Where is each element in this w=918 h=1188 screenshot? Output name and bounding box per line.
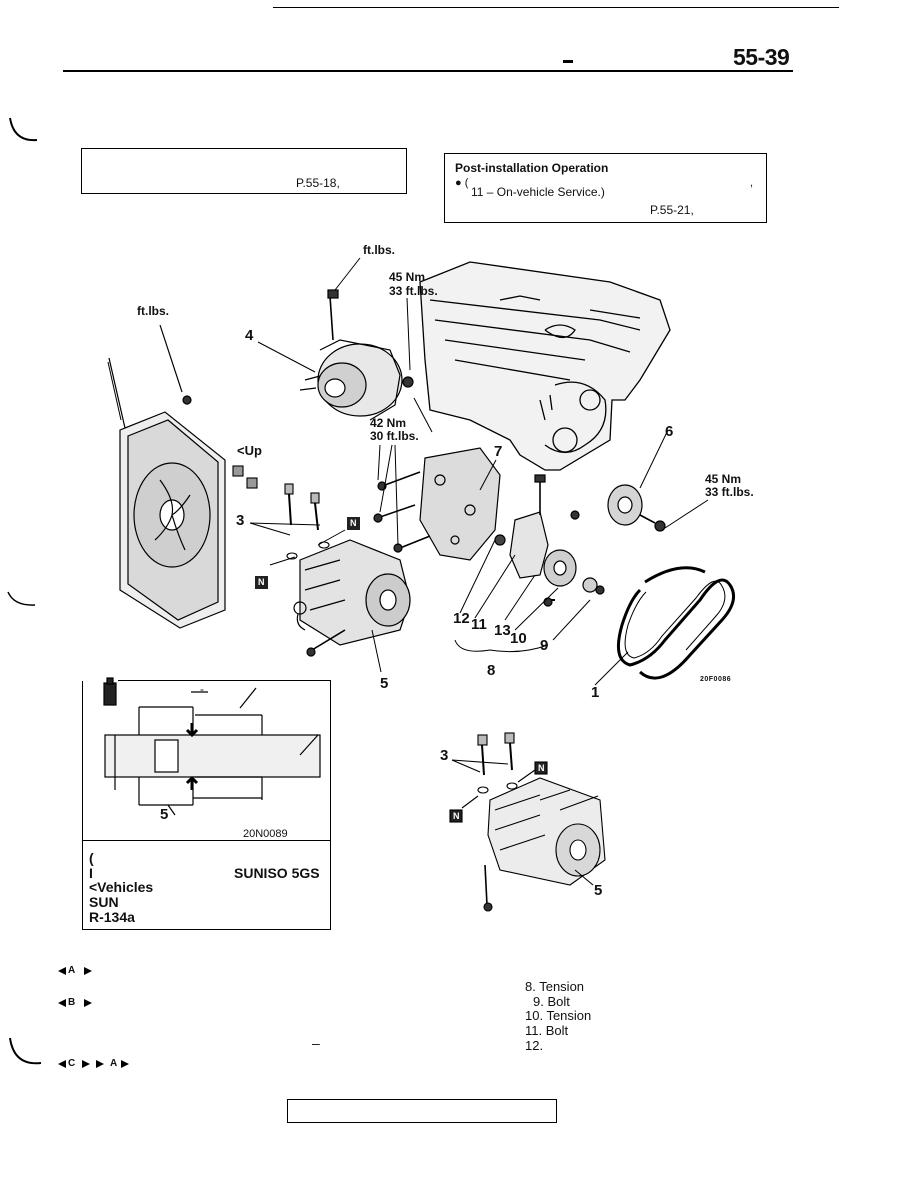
inset-callout-3: 3	[440, 747, 449, 764]
detail-text-line5: R-134a	[89, 909, 135, 925]
detail-text-line3: <Vehicles	[89, 879, 154, 895]
legend-item-8: 8. Tension	[525, 979, 585, 994]
callout-13: 13	[494, 622, 511, 639]
detail-text-line4: SUN	[89, 894, 119, 910]
detail-text-line2b: SUNISO 5GS	[234, 865, 320, 881]
callout-8: 8	[487, 662, 496, 679]
callout-6: 6	[665, 423, 674, 440]
legend-dash: –	[312, 1035, 320, 1051]
post-installation-bullet-line: ● ( ,	[455, 177, 753, 189]
inset-n-mark-1: N	[538, 763, 545, 773]
inset-n-mark-2: N	[453, 811, 460, 821]
torque-33ftlbs: 33 ft.lbs.	[389, 284, 438, 298]
torque-left-ftlbs: ft.lbs.	[137, 304, 169, 318]
callout-4: 4	[245, 327, 254, 344]
post-installation-title: Post-installation Operation	[455, 161, 609, 175]
detail-text-line1: (	[89, 850, 94, 866]
detail-text-line2a: I	[89, 865, 93, 881]
header-rule-top	[273, 7, 839, 8]
n-mark-1: N	[350, 518, 357, 528]
post-installation-box	[444, 153, 767, 223]
torque-top-ftlbs: ft.lbs.	[363, 243, 395, 257]
detail-code: 20N0089	[243, 828, 288, 840]
page-number: 55-39	[733, 44, 790, 70]
n-mark-2: N	[258, 577, 265, 587]
pre-removal-ref: P.55-18,	[296, 176, 340, 190]
callout-11: 11	[471, 616, 487, 633]
pre-removal-box	[81, 148, 407, 194]
bullet-icon: ●	[455, 177, 462, 189]
callout-1: 1	[591, 684, 600, 701]
comma-mark: ,	[750, 177, 754, 189]
legend-item-10: 10. Tension	[525, 1008, 592, 1023]
callout-10: 10	[510, 630, 527, 647]
torque-30ftlbs: 30 ft.lbs.	[370, 429, 419, 443]
inset-callout-5: 5	[594, 882, 603, 899]
torque-right-45nm: 45 Nm	[705, 472, 742, 486]
callout-7: 7	[494, 443, 503, 460]
header-rule	[63, 70, 793, 72]
callout-3: 3	[236, 512, 245, 529]
detail-box-top-rule	[118, 680, 331, 681]
post-installation-ref: P.55-21,	[650, 203, 694, 217]
legend-item-12: 12.	[525, 1038, 544, 1053]
callout-5: 5	[380, 675, 389, 692]
detail-divider	[82, 840, 331, 841]
torque-45nm: 45 Nm	[389, 270, 426, 284]
paren-mark: (	[464, 177, 469, 189]
detail-dash: -	[200, 682, 204, 696]
footer-box	[287, 1099, 557, 1123]
detail-box	[82, 681, 331, 930]
callout-12: 12	[453, 610, 470, 627]
legend-item-11: 11. Bolt	[525, 1023, 569, 1038]
detail-callout-5: 5	[160, 806, 169, 823]
torque-right-33ftlbs: 33 ft.lbs.	[705, 485, 754, 499]
header-dash	[563, 60, 573, 63]
torque-42nm: 42 Nm	[370, 416, 407, 430]
up-label: <Up	[237, 443, 262, 458]
legend-item-9: 9. Bolt	[533, 994, 570, 1009]
callout-9: 9	[540, 637, 549, 654]
post-installation-box-bottom	[444, 222, 767, 223]
diagram-code: 20F0086	[700, 676, 732, 683]
post-installation-line2: 11 – On-vehicle Service.)	[471, 185, 605, 199]
